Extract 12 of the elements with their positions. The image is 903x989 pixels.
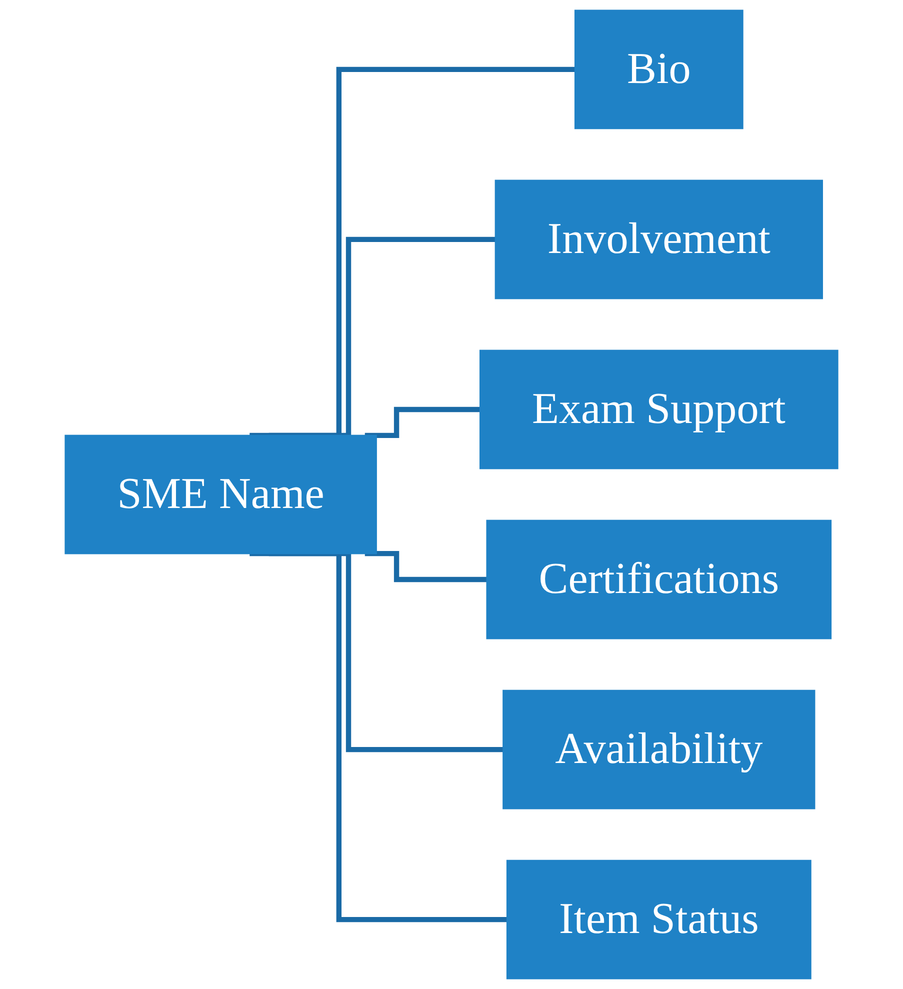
- connector: [250, 550, 508, 922]
- node-box: Bio: [574, 10, 744, 130]
- node-box: Exam Support: [479, 350, 838, 470]
- connector: [364, 550, 487, 582]
- connector: [364, 406, 480, 438]
- node-box: SME Name: [64, 434, 377, 554]
- node-box: Certifications: [486, 520, 832, 640]
- connector: [250, 66, 576, 438]
- node-box: Involvement: [494, 180, 823, 300]
- node-box: Availability: [502, 690, 816, 810]
- connector: [268, 236, 496, 438]
- node-box: Item Status: [506, 860, 812, 980]
